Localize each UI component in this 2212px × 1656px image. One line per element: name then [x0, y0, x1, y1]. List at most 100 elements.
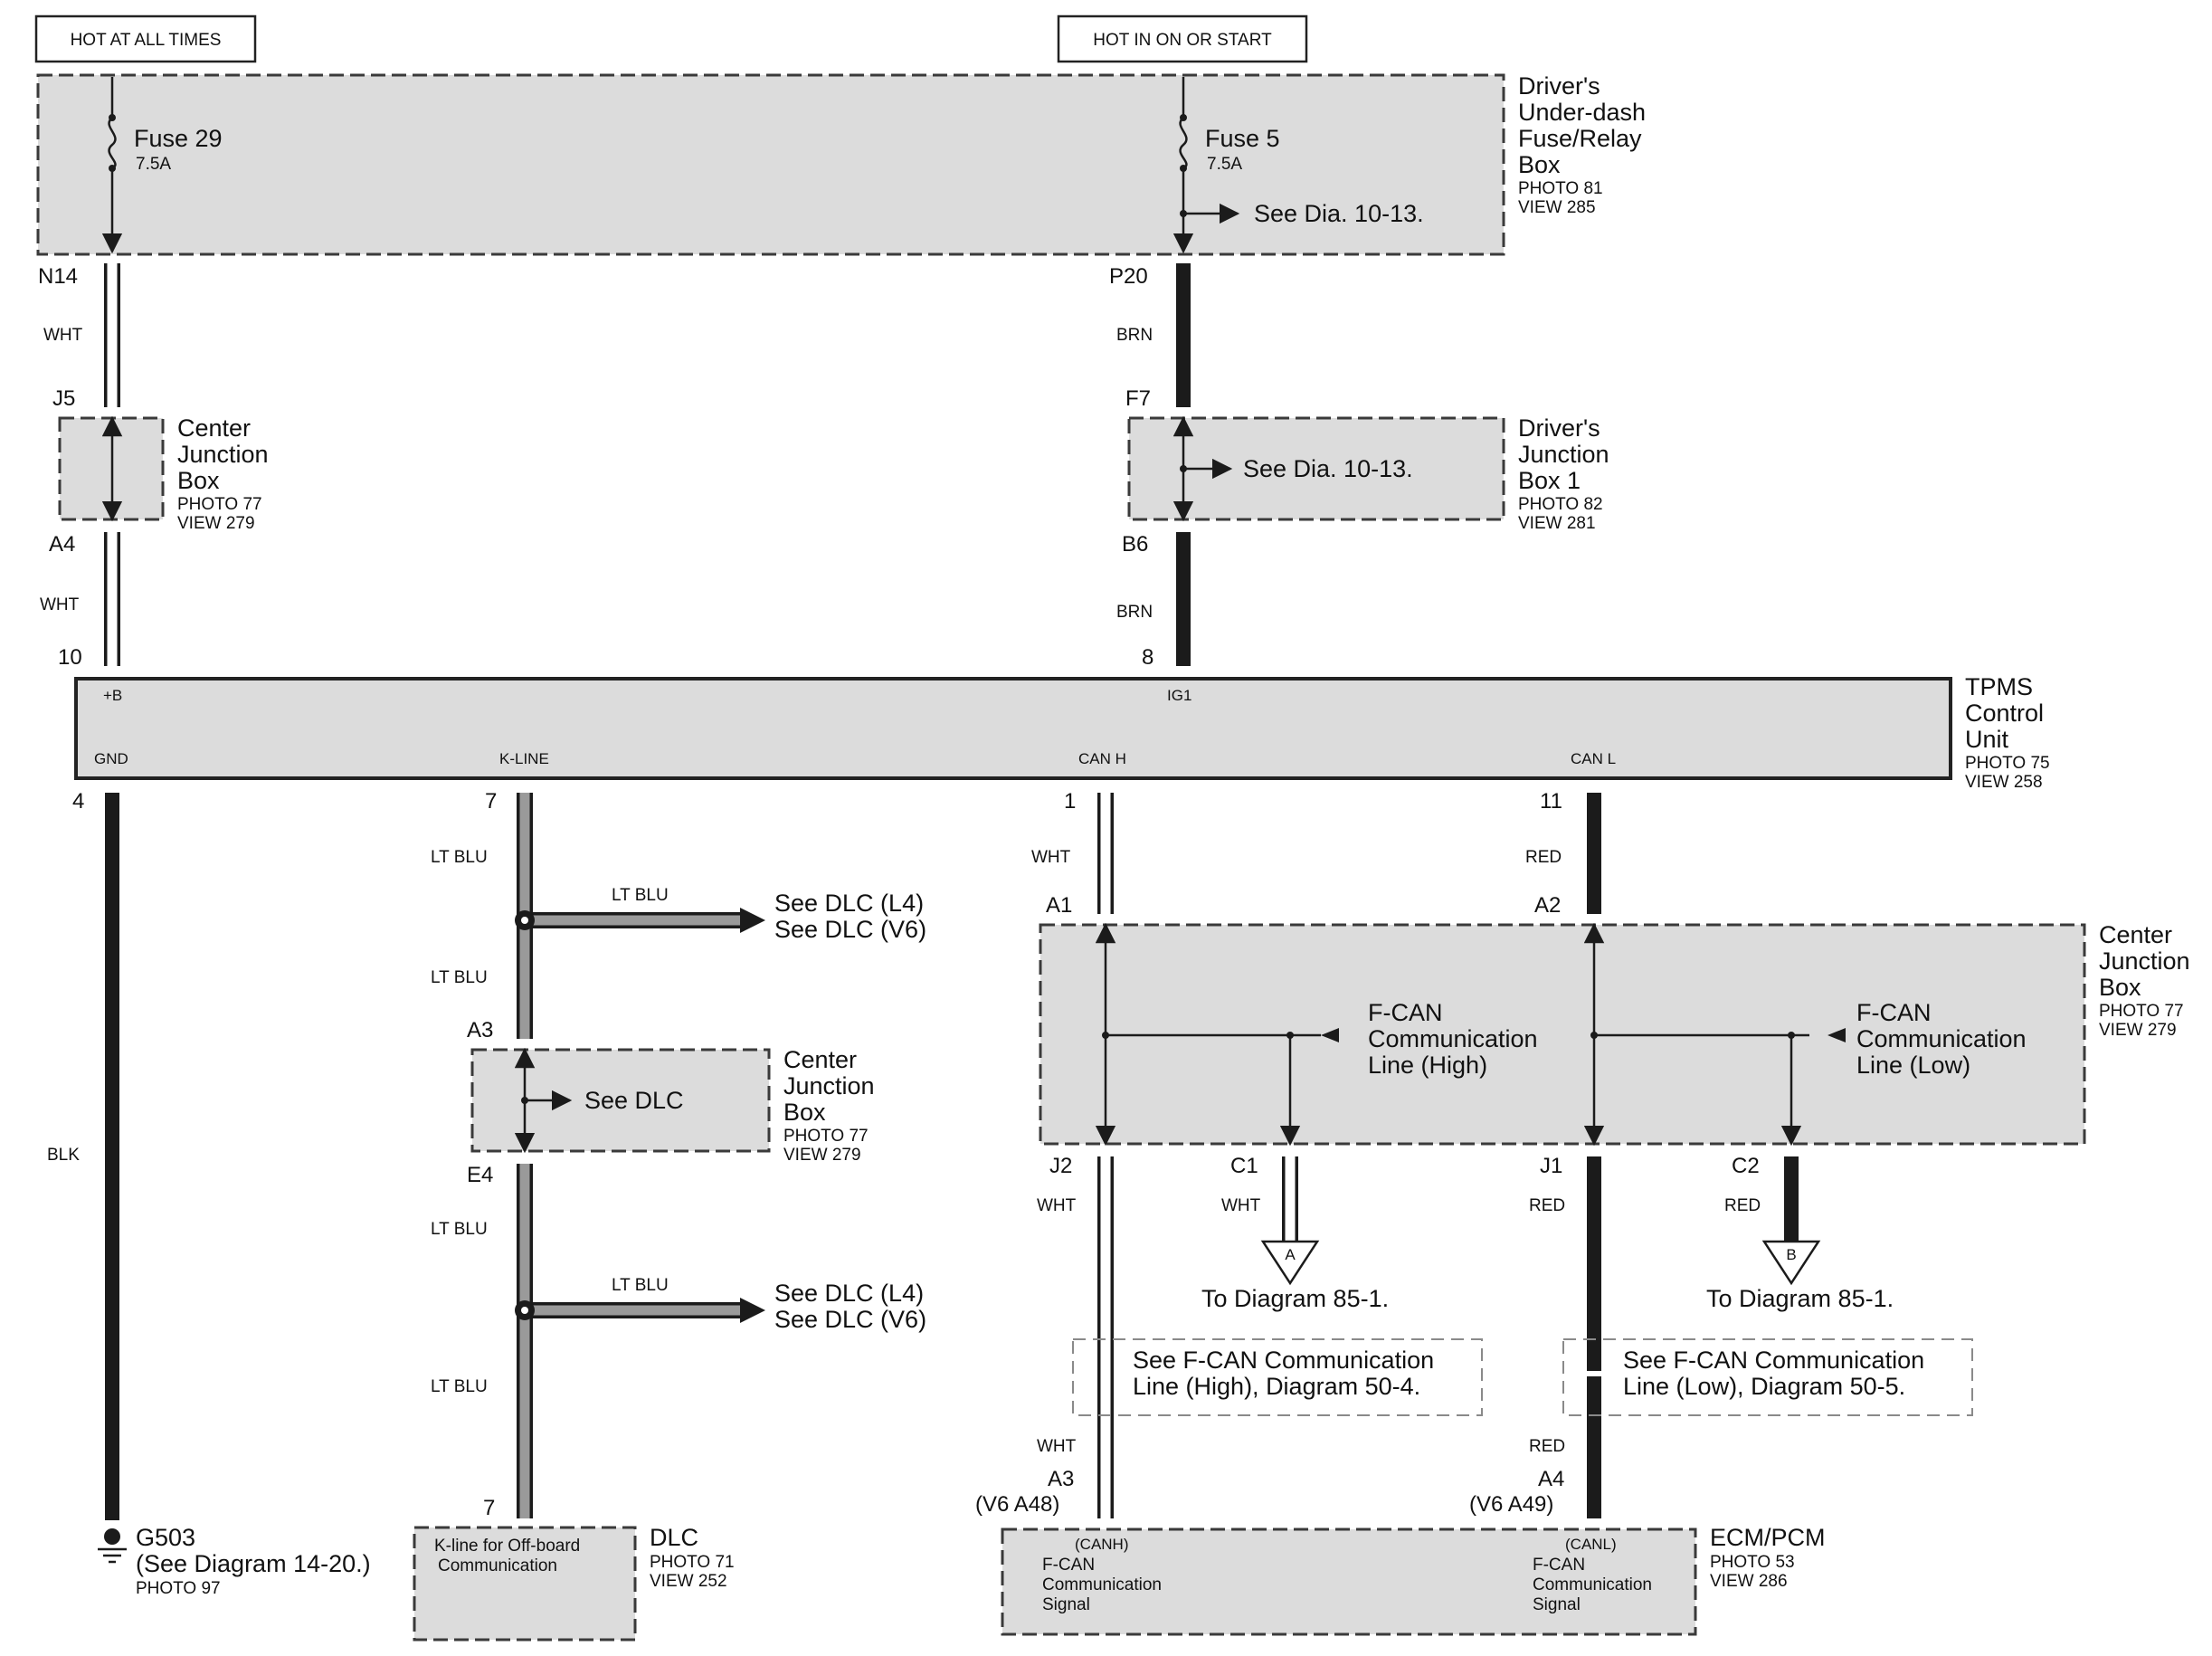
ecm-canl-4: Signal [1533, 1595, 1581, 1614]
ecm-canl-3: Communication [1533, 1575, 1652, 1594]
canh-bus-arrow-icon [1321, 1028, 1339, 1042]
fuse29-node-top [109, 114, 116, 121]
pin-j5: J5 [52, 386, 75, 411]
canl-label-2: Communication [1856, 1025, 2027, 1052]
pin-j1: J1 [1540, 1154, 1562, 1178]
ground-see: (See Diagram 14-20.) [136, 1550, 371, 1577]
wire-color-red-1: RED [1525, 848, 1562, 867]
wire-color-wht-4: WHT [1037, 1196, 1077, 1215]
hot-at-all-times-label: HOT AT ALL TIMES [71, 31, 222, 50]
hot-at-all-times-box [34, 14, 257, 63]
pin-j2: J2 [1049, 1154, 1072, 1178]
ground-name: G503 [136, 1524, 195, 1551]
tpms-name-3: Unit [1965, 726, 2009, 753]
pin-7-kline: 7 [485, 789, 497, 814]
canl-bus-arrow-icon [1828, 1028, 1846, 1042]
pin-p20: P20 [1109, 264, 1148, 289]
cjb-mid-view: VIEW 279 [783, 1146, 861, 1165]
fuse5-icon [1179, 117, 1188, 170]
pin-e4: E4 [467, 1163, 493, 1187]
cjb-right-name-2: Junction [2099, 947, 2190, 975]
canh-label-2: Communication [1368, 1025, 1538, 1052]
wire-color-red-2: RED [1529, 1196, 1565, 1215]
djb-name-3: Box 1 [1518, 467, 1581, 494]
to-diagram-a: To Diagram 85-1. [1201, 1285, 1389, 1312]
ecm-photo: PHOTO 53 [1710, 1553, 1795, 1572]
wire-color-ltblu-4: LT BLU [431, 1377, 488, 1396]
tpms-pin-ig1: IG1 [1167, 687, 1191, 704]
djb-photo: PHOTO 82 [1518, 495, 1603, 514]
branch2-arrow-icon [740, 1298, 765, 1323]
fuse5-rating: 7.5A [1207, 155, 1242, 174]
fuse-box-name-2: Under-dash [1518, 99, 1646, 126]
wire-color-wht-5: WHT [1037, 1437, 1077, 1456]
note-fcan-low-2: Line (Low), Diagram 50-5. [1623, 1373, 1905, 1400]
pin-f7: F7 [1125, 386, 1151, 411]
branch1-arrow-icon [740, 908, 765, 933]
branch2-see-v6: See DLC (V6) [774, 1306, 926, 1333]
dlc-view: VIEW 252 [650, 1572, 727, 1591]
pin-a4: A4 [49, 532, 75, 557]
fuse-box-name-4: Box [1518, 151, 1561, 178]
cjb-right-view: VIEW 279 [2099, 1021, 2177, 1040]
pin-1: 1 [1064, 789, 1076, 814]
connector-b-icon [1761, 1240, 1821, 1286]
hot-in-on-or-start-label: HOT IN ON OR START [1093, 31, 1272, 50]
djb-view: VIEW 281 [1518, 514, 1596, 533]
pin-v6-a49: (V6 A49) [1469, 1492, 1553, 1517]
cjb-right-photo: PHOTO 77 [2099, 1002, 2184, 1021]
cjb-mid-name-2: Junction [783, 1072, 875, 1099]
pin-a3-ecm: A3 [1048, 1467, 1074, 1491]
fuse-relay-box [36, 73, 1505, 256]
connector-b-label: B [1786, 1246, 1796, 1263]
cjb-right-name-3: Box [2099, 974, 2141, 1001]
ecm-pcm-box [1001, 1528, 1697, 1636]
pin-a2: A2 [1534, 893, 1561, 918]
branch1-see-l4: See DLC (L4) [774, 890, 924, 917]
pin-c1: C1 [1230, 1154, 1258, 1178]
note-fcan-low-box [1562, 1338, 1973, 1416]
cjb-top-photo: PHOTO 77 [177, 495, 262, 514]
tpms-name-1: TPMS [1965, 673, 2033, 700]
fuse-box-photo: PHOTO 81 [1518, 179, 1603, 198]
pin-11: 11 [1540, 789, 1562, 814]
hot-in-on-or-start-box [1057, 14, 1308, 63]
cjb-mid-see: See DLC [584, 1087, 684, 1114]
pin-8: 8 [1142, 645, 1153, 670]
wire-color-brn-2: BRN [1116, 603, 1153, 622]
tpms-photo: PHOTO 75 [1965, 754, 2050, 773]
wire-color-red-4: RED [1724, 1196, 1761, 1215]
fuse-box-name-3: Fuse/Relay [1518, 125, 1642, 152]
cjb-right-name-1: Center [2099, 921, 2172, 948]
fuse29-rating: 7.5A [136, 155, 171, 174]
branch2-see-l4: See DLC (L4) [774, 1280, 924, 1307]
canh-label-3: Line (High) [1368, 1052, 1487, 1079]
djb-see-dia: See Dia. 10-13. [1243, 455, 1413, 482]
ecm-canh-4: Signal [1042, 1595, 1090, 1614]
pin-10: 10 [58, 645, 82, 670]
fuse29-name: Fuse 29 [134, 125, 223, 152]
tpms-pin-canh: CAN H [1078, 750, 1126, 767]
fuse-box-view: VIEW 285 [1518, 198, 1596, 217]
pin-v6-a48: (V6 A48) [975, 1492, 1059, 1517]
wire-color-ltblu-3: LT BLU [431, 1220, 488, 1239]
tpms-pin-plus-b: +B [103, 687, 122, 704]
branch1-color: LT BLU [612, 886, 669, 905]
branch2-color: LT BLU [612, 1276, 669, 1295]
ecm-canh-2: F-CAN [1042, 1556, 1095, 1575]
cjb-mid-name-1: Center [783, 1046, 857, 1073]
wire-color-wht-6: WHT [1221, 1196, 1261, 1215]
note-fcan-high-box [1072, 1338, 1483, 1416]
wire-color-wht-2: WHT [40, 595, 80, 614]
wire-color-wht-3: WHT [1031, 848, 1071, 867]
note-fcan-high-1: See F-CAN Communication [1133, 1347, 1434, 1374]
connector-a-label: A [1285, 1246, 1296, 1263]
wire-color-wht-1: WHT [43, 326, 83, 345]
tpms-pin-canl: CAN L [1571, 750, 1616, 767]
dlc-inner-1: K-line for Off-board [434, 1537, 580, 1556]
ecm-name: ECM/PCM [1710, 1524, 1826, 1551]
canh-label-1: F-CAN [1368, 999, 1443, 1026]
cjb-mid-name-3: Box [783, 1099, 826, 1126]
cjb-top-view: VIEW 279 [177, 514, 255, 533]
